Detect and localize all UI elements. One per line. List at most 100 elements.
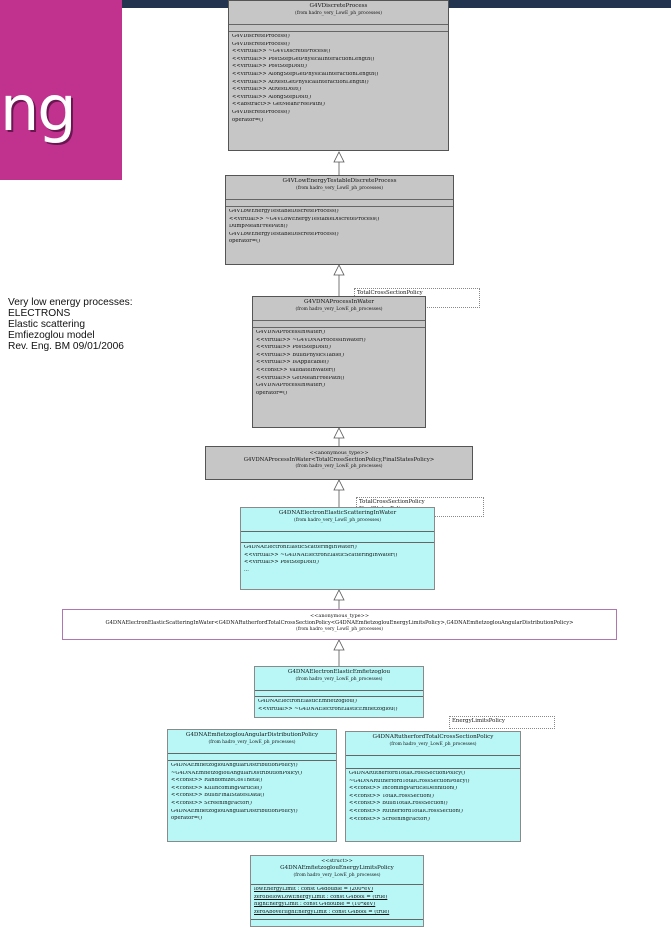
class-name: G4DNAEmfietzoglouEnergyLimitsPolicy [280, 865, 394, 871]
operation: <<virtual>> ~G4VDiscreteProcess() [232, 49, 331, 55]
class-g4dnaemfietzoglouangulardistributionpolicy: G4DNAEmfietzoglouAngularDistributionPoli… [167, 729, 337, 842]
class-name: G4DNAEmfietzoglouAngularDistributionPoli… [185, 732, 319, 738]
class-operations: G4DNARutherfordTotalCrossSectionPolicy()… [346, 769, 520, 824]
class-name: G4DNAElectronElasticScatteringInWater [278, 510, 397, 516]
operation: G4VDiscreteProcess() [232, 109, 290, 115]
attribute: zeroBelowLowEnergyLimit : const G4bool =… [254, 894, 388, 900]
class-anonymous-elastic-scattering-in-water: <<anonymous_type>> G4DNAElectronElasticS… [62, 609, 617, 640]
class-package: (from hadro_very_LowE_ph_processes) [295, 464, 383, 470]
class-package: (from hadro_very_LowE_ph_processes) [295, 306, 383, 312]
operation: <<const>> RandomizeCosTheta() [171, 778, 263, 784]
class-stereotype: <<struct>> [321, 858, 353, 864]
caption-line: Emfiezoglou model [8, 330, 95, 341]
class-attributes: lowEnergyLimit : const G4double = (200*e… [251, 885, 423, 921]
operation: G4DNAEmfietzoglouAngularDistributionPoli… [171, 808, 298, 814]
template-parameters: EnergyLimitsPolicy [449, 716, 555, 729]
class-package: (from hadro_very_LowE_ph_processes) [296, 627, 383, 633]
class-package: (from hadro_very_LowE_ph_processes) [295, 676, 383, 682]
class-operations: G4VDNAProcessInWater() <<virtual>> ~G4VD… [253, 328, 425, 398]
class-g4dnaemfietzoglouenergylimitspolicy: <<struct>> G4DNAEmfietzoglouEnergyLimits… [250, 855, 424, 927]
operation: ~G4DNARutherfordTotalCrossSectionPolicy(… [349, 778, 470, 784]
template-param: TotalCrossSectionPolicy [357, 290, 423, 296]
class-operations: G4VLowEnergyTestableDiscreteProcess() <<… [226, 207, 453, 247]
slide-title-block: ng [0, 0, 122, 180]
operation: ... [244, 567, 249, 573]
operation: <<abstract>> GetMeanFreePath() [232, 102, 325, 108]
class-name: G4VDNAProcessInWater [303, 299, 375, 305]
operation: G4VDiscreteProcess() [232, 34, 290, 39]
class-package: (from hadro_very_LowE_ph_processes) [389, 741, 477, 747]
class-package: (from hadro_very_LowE_ph_processes) [293, 872, 381, 878]
operation: <<virtual>> PostStepDoIt() [256, 345, 331, 351]
slide-title-fragment: ng [0, 72, 77, 145]
class-header: G4VDNAProcessInWater (from hadro_very_Lo… [253, 297, 425, 321]
operation: <<virtual>> AtRestDoIt() [232, 87, 302, 93]
class-package: (from hadro_very_LowE_ph_processes) [295, 10, 382, 16]
operation: G4DNAEmfietzoglouAngularDistributionPoli… [171, 763, 298, 768]
attribute: lowEnergyLimit : const G4double = (200*e… [254, 887, 374, 892]
operation: G4DNAElectronElasticEmfietzoglou() [258, 699, 357, 704]
class-package: (from hadro_very_LowE_ph_processes) [294, 517, 381, 523]
caption-line: Very low energy processes: [8, 297, 133, 308]
operation: <<virtual>> AlongStepGetPhysicalInteract… [232, 71, 379, 77]
operation: <<const>> ScreeningFactor() [171, 800, 252, 806]
operation: <<virtual>> ~G4DNAElectronElasticEmfietz… [258, 706, 398, 712]
operation: operator=() [256, 390, 288, 396]
class-attributes [253, 321, 425, 328]
operation: <<virtual>> PostStepDoIt() [244, 560, 319, 566]
class-header: G4VLowEnergyTestableDiscreteProcess (fro… [226, 176, 453, 200]
class-package: (from hadro_very_LowE_ph_processes) [208, 739, 296, 745]
class-header: <<struct>> G4DNAEmfietzoglouEnergyLimits… [251, 856, 423, 885]
operation: operator=() [229, 239, 261, 245]
operation: <<virtual>> AlongStepDoIt() [232, 94, 311, 100]
operation: <<const>> BuildTotalCrossSection() [349, 801, 448, 807]
operation: ~G4DNAEmfietzoglouAngularDistributionPol… [171, 770, 303, 776]
caption-line: Rev. Eng. BM 09/01/2006 [8, 341, 124, 352]
operation: <<const>> ScreeningFactor() [349, 816, 430, 822]
class-attributes [168, 754, 336, 761]
class-attributes [226, 200, 453, 207]
operation: operator=() [232, 117, 264, 123]
template-param: EnergyLimitsPolicy [452, 718, 505, 724]
class-name: G4VDiscreteProcess [309, 3, 368, 9]
class-operations: G4DNAElectronElasticEmfietzoglou() <<vir… [255, 697, 423, 714]
class-name: G4DNAElectronElasticEmfietzoglou [287, 669, 391, 675]
class-header: G4DNAEmfietzoglouAngularDistributionPoli… [168, 730, 336, 754]
class-stereotype: <<anonymous_type>> [309, 613, 370, 619]
operation: <<const>> RutherfordTotalCrossSection() [349, 808, 463, 814]
operation: <<const>> KillIncomingParticle() [171, 785, 262, 791]
operation: <<const>> BuildFinalStatesData() [171, 793, 265, 799]
operation: G4VLowEnergyTestableDiscreteProcess() [229, 209, 339, 214]
class-attributes [229, 25, 448, 32]
operation: G4VDNAProcessInWater() [256, 330, 326, 335]
caption-line: Elastic scattering [8, 319, 86, 330]
class-operations: G4DNAEmfietzoglouAngularDistributionPoli… [168, 761, 336, 824]
operation: <<const>> TotalCrossSection() [349, 793, 434, 799]
class-anonymous-dna-process-in-water: <<anonymous_type>> G4VDNAProcessInWater<… [205, 446, 473, 480]
operation: <<virtual>> PostStepDoIt() [232, 64, 307, 70]
class-header: G4VDiscreteProcess (from hadro_very_LowE… [229, 1, 448, 25]
class-stereotype: <<anonymous_type>> [309, 450, 369, 456]
class-header: G4DNAElectronElasticEmfietzoglou (from h… [255, 667, 423, 691]
operation: <<virtual>> ~G4VDNAProcessInWater() [256, 337, 366, 343]
class-header: G4DNAElectronElasticScatteringInWater (f… [241, 508, 434, 532]
class-name: G4VDNAProcessInWater<TotalCrossSectionPo… [243, 457, 435, 463]
class-name: G4VLowEnergyTestableDiscreteProcess [282, 178, 397, 184]
operation: G4DNARutherfordTotalCrossSectionPolicy() [349, 771, 466, 776]
operation: <<virtual>> BuildPhysicsTable() [256, 352, 344, 358]
class-g4dnarutherfordtotalcrosssectionpolicy: G4DNARutherfordTotalCrossSectionPolicy (… [345, 731, 521, 842]
operation: <<virtual>> ~G4DNAElectronElasticScatter… [244, 552, 398, 558]
class-attributes [241, 532, 434, 543]
template-param: TotalCrossSectionPolicy [359, 499, 425, 505]
class-g4dnaelectronelasticscatteringinwater: G4DNAElectronElasticScatteringInWater (f… [240, 507, 435, 590]
operation: <<const>> ValidateInWater() [256, 367, 336, 373]
class-header: G4DNARutherfordTotalCrossSectionPolicy (… [346, 732, 520, 756]
class-name: G4DNAElectronElasticScatteringInWater<G4… [105, 620, 574, 626]
class-package: (from hadro_very_LowE_ph_processes) [296, 185, 383, 191]
operation: DumpMeanFreePath() [229, 224, 288, 230]
class-g4vdnaprocessinwater: G4VDNAProcessInWater (from hadro_very_Lo… [252, 296, 426, 428]
caption-line: ELECTRONS [8, 308, 71, 319]
class-g4vlowenergytestablediscreteprocess: G4VLowEnergyTestableDiscreteProcess (fro… [225, 175, 454, 265]
class-attributes [346, 756, 520, 769]
